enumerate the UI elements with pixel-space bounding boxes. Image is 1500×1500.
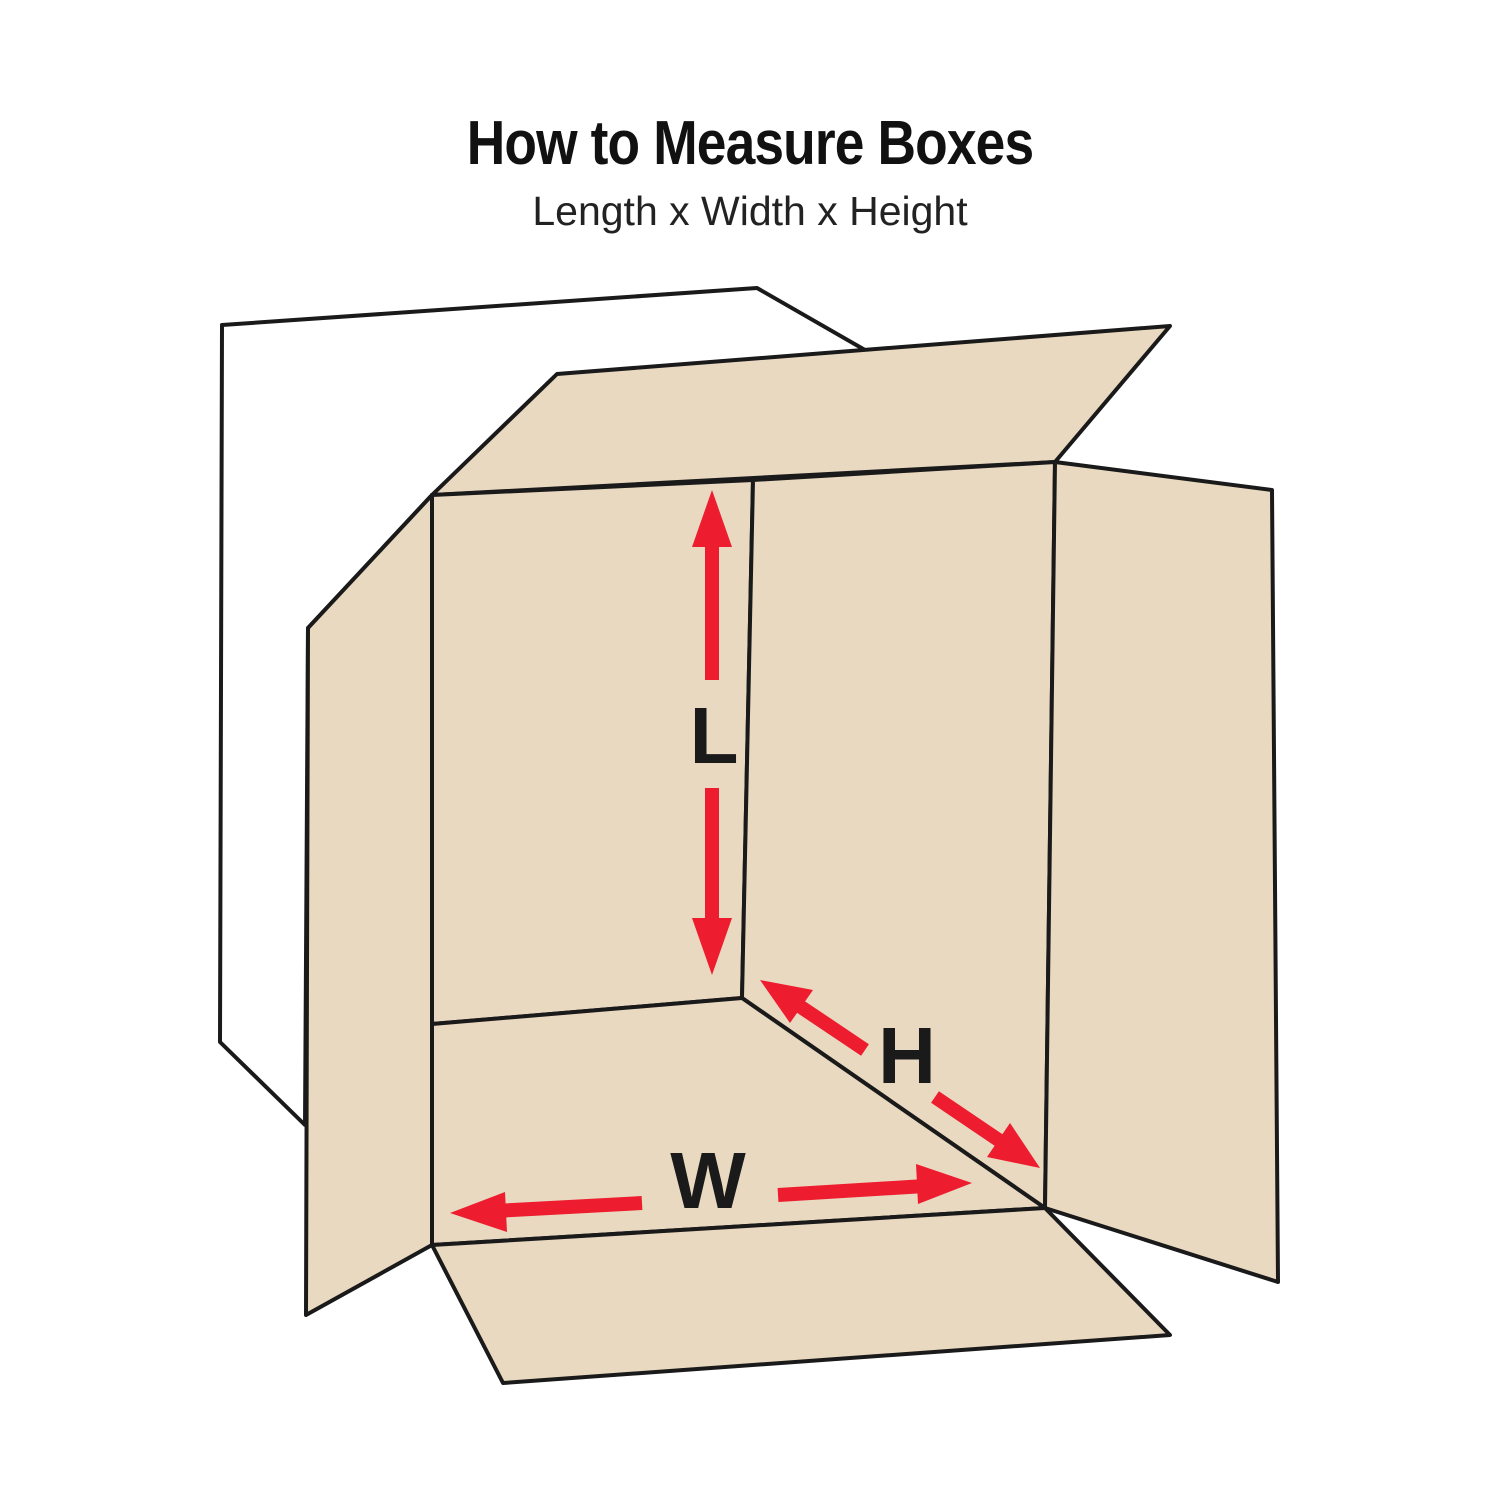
page-title: How to Measure Boxes <box>466 109 1034 178</box>
height-arrow-head-downright <box>987 1123 1040 1168</box>
page-subtitle: Length x Width x Height <box>532 188 968 234</box>
length-label: L <box>690 691 739 780</box>
height-arrow-head-upleft <box>760 980 813 1023</box>
width-label: W <box>670 1136 746 1225</box>
height-arrow <box>760 980 1040 1168</box>
length-arrow-head-down <box>692 918 732 975</box>
width-arrow-head-right <box>916 1164 972 1204</box>
width-arrow <box>450 1164 972 1232</box>
length-arrow-head-up <box>692 490 732 547</box>
bottom-flap <box>430 1206 1172 1385</box>
right-flap <box>1043 460 1280 1284</box>
length-arrow <box>692 490 732 975</box>
width-arrow-head-left <box>450 1192 507 1232</box>
height-label: H <box>878 1011 936 1100</box>
left-flap <box>304 493 434 1317</box>
